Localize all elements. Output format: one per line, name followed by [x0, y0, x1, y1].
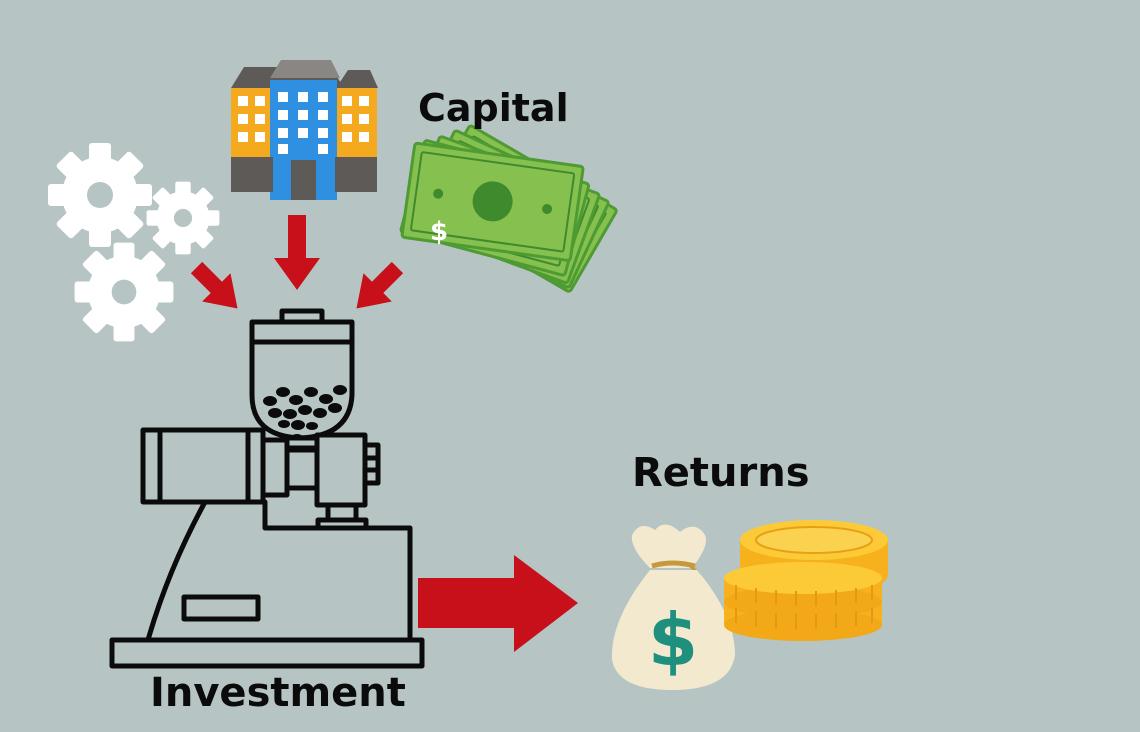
input-arrows [190, 215, 404, 309]
building-icon [231, 60, 378, 200]
arrow-from-capital [356, 261, 404, 309]
gears-icon [48, 143, 220, 342]
capital-label: Capital [418, 86, 569, 130]
dollar-symbol: $ [648, 598, 698, 682]
coin-stack-icon [724, 520, 888, 641]
arrow-from-gears [190, 261, 238, 309]
investment-label: Investment [150, 670, 406, 716]
arrow-from-building [274, 215, 320, 290]
output-arrow [418, 555, 578, 652]
money-bag-icon: $ [611, 524, 735, 690]
currency-symbol-note: $ [430, 217, 448, 247]
banknotes-icon: $ [398, 123, 619, 294]
returns-label: Returns [632, 450, 810, 496]
grinder-machine-icon [109, 308, 425, 669]
